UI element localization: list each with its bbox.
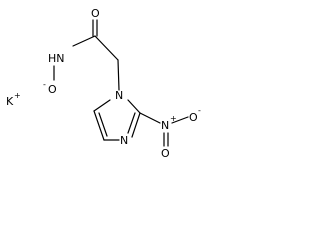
charge-potassium: + — [14, 91, 21, 100]
bond-n3-c2-outer — [131, 112, 141, 138]
imidazole-ring-bonds — [93, 99, 141, 141]
charge-hydroxamate-oxygen: - — [43, 80, 46, 89]
atom-nitro-n: N — [161, 119, 169, 132]
atom-carbonyl-oxygen: O — [91, 7, 100, 20]
bond-carbonyl-c-ch2 — [94, 35, 119, 61]
atom-amide-nh: HN — [48, 52, 65, 65]
nitro-group-bonds — [139, 112, 189, 147]
bond-carbonyl-c-nh — [72, 35, 96, 47]
side-chain-bonds — [53, 19, 120, 91]
bond-n3-c2-inner — [127, 112, 136, 134]
bond-nitro-n-o-right — [171, 116, 189, 124]
atom-nitro-oxygen-right: O — [189, 111, 198, 124]
bond-c5-c4-inner — [98, 112, 108, 137]
bond-c2-n1 — [127, 99, 141, 114]
bond-c5-c4-outer — [93, 110, 105, 141]
atom-ring-n1: N — [115, 89, 123, 102]
charge-nitro-n: + — [170, 114, 177, 123]
bond-c2-nitro-n — [139, 112, 161, 124]
atom-potassium: K — [6, 95, 14, 108]
atom-hydroxamate-oxygen: O — [48, 83, 57, 96]
chemical-structure-diagram: O HN O - K + N N N + O - O — [6, 7, 201, 160]
bond-ch2-ring-n1 — [117, 59, 120, 91]
atom-nitro-oxygen-bottom: O — [161, 147, 170, 160]
charge-nitro-oxygen-right: - — [198, 106, 201, 115]
atom-ring-n3: N — [120, 134, 128, 147]
bond-n1-c5 — [93, 99, 111, 112]
